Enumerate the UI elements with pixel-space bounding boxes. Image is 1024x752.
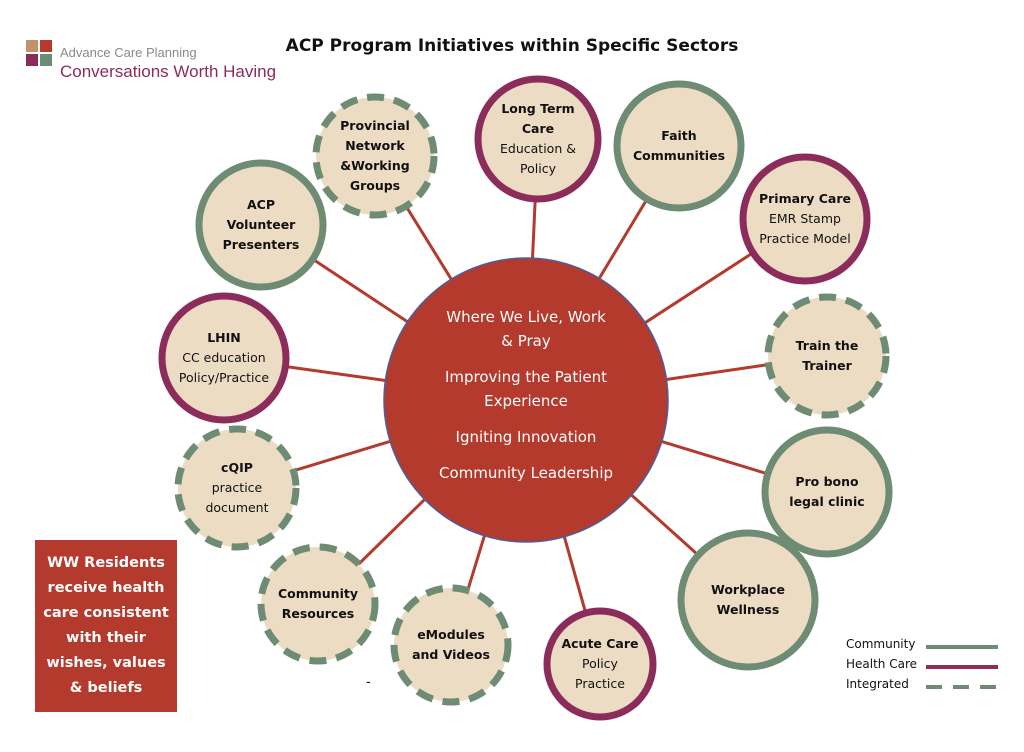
node-circle <box>677 529 819 671</box>
node-title: cQIP <box>221 459 253 475</box>
connector-line <box>530 198 537 261</box>
node-circle <box>613 80 745 212</box>
connector-line <box>311 257 411 325</box>
stray-mark: - <box>366 673 371 689</box>
node-title: LHIN <box>207 329 241 345</box>
node-circle <box>390 584 512 706</box>
node-label: Pro bono legal clinic <box>779 442 875 541</box>
logo-square-tr <box>40 40 52 52</box>
logo-square-tl <box>26 40 38 52</box>
node-circle <box>257 543 379 665</box>
node-title: Long Term Care <box>501 101 575 136</box>
connector-line <box>285 365 388 383</box>
legend-item-health-care: Health Care <box>846 657 1016 677</box>
node-title: Pro bono legal clinic <box>789 473 865 509</box>
connector-line <box>357 496 428 566</box>
node-circle <box>764 293 890 419</box>
connectors <box>285 198 769 614</box>
node-circle <box>739 153 871 285</box>
node-body: CC education Policy/Practice <box>178 349 270 385</box>
node-circle <box>195 159 327 291</box>
center-label: Where We Live, Work & Pray Improving the… <box>405 305 647 497</box>
center-line: Where We Live, Work & Pray <box>446 308 606 350</box>
logo-square-br <box>40 54 52 66</box>
node-label: Community Resources <box>274 558 362 649</box>
node-body: Policy Practice <box>575 655 625 691</box>
connector-line <box>596 198 649 281</box>
legend-label: Community <box>846 637 916 651</box>
node-label: Train the Trainer <box>781 309 872 403</box>
node-title: eModules and Videos <box>412 626 490 662</box>
legend-line-integrated <box>926 685 998 689</box>
node-label: Provincial Network &Working Groups <box>329 109 420 203</box>
node-title: Faith Communities <box>632 127 726 163</box>
connector-line <box>404 205 454 282</box>
node-title: Provincial Network &Working Groups <box>340 117 410 193</box>
connector-line <box>562 534 588 614</box>
center-line: Igniting Innovation <box>455 428 597 446</box>
connector-line <box>659 439 769 476</box>
connector-line <box>664 363 769 382</box>
node-title: Primary Care <box>758 190 851 206</box>
node-circle <box>158 292 290 424</box>
connector-line <box>629 492 700 557</box>
center-circle <box>383 257 669 543</box>
node-circle <box>543 607 657 721</box>
node-circles <box>158 75 893 721</box>
legend-line-health-care <box>926 665 998 669</box>
node-label: LHIN CC education Policy/Practice <box>176 308 272 407</box>
page-title: ACP Program Initiatives within Specific … <box>285 36 739 56</box>
node-title: Community Resources <box>277 585 358 621</box>
legend-item-integrated: Integrated <box>846 677 1016 697</box>
node-circle <box>174 425 300 551</box>
legend-item-community: Community <box>846 637 1016 657</box>
node-circle <box>312 93 438 219</box>
logo: Advance Care Planning Conversations Wort… <box>24 38 276 88</box>
logo-square-bl <box>26 54 38 66</box>
node-label: eModules and Videos <box>407 599 495 690</box>
legend-line-community <box>926 645 998 649</box>
node-title: ACP Volunteer Presenters <box>222 196 300 252</box>
connector-line <box>293 439 393 473</box>
outcome-text: WW Residents receive health care consist… <box>43 555 169 696</box>
legend-label: Integrated <box>846 677 909 691</box>
node-body: Education & Policy <box>500 141 576 176</box>
node-label: ACP Volunteer Presenters <box>213 175 309 274</box>
node-body: practice document <box>205 479 269 515</box>
node-body: EMR Stamp Practice Model <box>759 210 851 246</box>
node-title: Workplace Wellness <box>711 581 785 617</box>
logo-name: Conversations Worth Having <box>60 62 277 81</box>
logo-tagline: Advance Care Planning <box>60 45 197 60</box>
node-title: Acute Care <box>561 635 639 651</box>
node-label: Workplace Wellness <box>696 546 800 653</box>
node-circle <box>474 75 602 203</box>
node-circle <box>761 426 893 558</box>
connector-line <box>466 533 487 591</box>
node-label: Faith Communities <box>631 96 727 195</box>
legend-label: Health Care <box>846 657 918 671</box>
node-label: cQIP practice document <box>191 441 282 535</box>
center-line: Community Leadership <box>438 464 614 482</box>
node-title: Train the Trainer <box>795 337 859 373</box>
legend: Community Health Care Integrated <box>846 637 1016 697</box>
outcome-callout: WW Residents receive health care consist… <box>35 540 177 712</box>
connector-line <box>642 251 754 326</box>
center-line: Improving the Patient Experience <box>444 368 608 410</box>
